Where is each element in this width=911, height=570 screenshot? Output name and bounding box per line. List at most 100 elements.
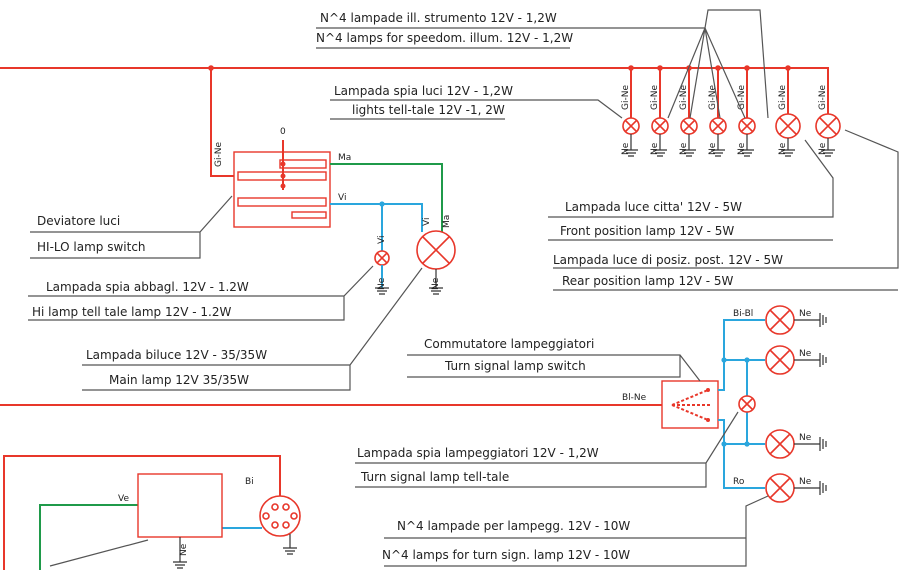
bl-ne-tag: Bl-Ne bbox=[622, 393, 647, 403]
instr-label-it: N^4 lampade ill. strumento 12V - 1,2W bbox=[320, 11, 557, 25]
switch-feed-wire bbox=[210, 68, 236, 177]
svg-text:Gi-Ne: Gi-Ne bbox=[650, 85, 660, 110]
ground-symbol bbox=[794, 313, 827, 495]
bottom-leader bbox=[49, 539, 149, 567]
turn-wire-left bbox=[718, 319, 765, 391]
instr-label-en: N^4 lamps for speedom. illum. 12V - 1,2W bbox=[316, 31, 573, 45]
comm-leader bbox=[407, 354, 701, 382]
hi-lo-switch bbox=[233, 140, 331, 228]
bi-tag: Bi bbox=[245, 477, 254, 487]
top-lamp-drops bbox=[628, 65, 829, 118]
switch-zero-tag: 0 bbox=[280, 127, 286, 137]
svg-text:Ne: Ne bbox=[621, 142, 631, 155]
ne-tag: Ne bbox=[431, 277, 441, 290]
turn-tell-tale-lamp bbox=[738, 395, 756, 413]
svg-text:Ne: Ne bbox=[799, 477, 812, 487]
bil-label-en: Main lamp 12V 35/35W bbox=[109, 373, 249, 387]
ma-tag: Ma bbox=[442, 215, 452, 228]
ne-tag: Ne bbox=[179, 543, 189, 556]
junction-dot bbox=[744, 441, 750, 447]
turn-label-it: N^4 lampade per lampegg. 12V - 10W bbox=[397, 519, 630, 533]
svg-text:Gi-Ne: Gi-Ne bbox=[737, 85, 747, 110]
ve-tag: Ve bbox=[118, 494, 129, 504]
post-leader bbox=[553, 129, 899, 269]
svg-text:Ro: Ro bbox=[733, 477, 745, 487]
abb-label-it: Lampada spia abbagl. 12V - 1.2W bbox=[46, 280, 249, 294]
svg-text:Gi-Ne: Gi-Ne bbox=[708, 85, 718, 110]
comm-label-it: Commutatore lampeggiatori bbox=[424, 337, 594, 351]
spia-lamp-leader bbox=[355, 411, 739, 488]
junction-dot bbox=[744, 357, 750, 363]
regulator-box bbox=[137, 473, 223, 538]
instrument-lamp bbox=[651, 117, 669, 135]
vi-wire bbox=[330, 203, 423, 252]
dev-label-en: HI-LO lamp switch bbox=[37, 240, 146, 254]
instr-leader-fan bbox=[316, 27, 746, 119]
instrument-lamp bbox=[709, 117, 727, 135]
vi-tag: Vi bbox=[377, 236, 387, 244]
instr-leader bbox=[316, 9, 769, 119]
hi-tell-tale-lamp bbox=[374, 250, 390, 266]
svg-text:Bi-Bl: Bi-Bl bbox=[733, 309, 753, 319]
main-power-bus bbox=[0, 67, 829, 80]
turn-signal-switch bbox=[661, 380, 719, 429]
svg-text:Ne: Ne bbox=[708, 142, 718, 155]
turn-signal-lamp bbox=[765, 429, 795, 459]
svg-text:Gi-Ne: Gi-Ne bbox=[679, 85, 689, 110]
instrument-lamp bbox=[738, 117, 756, 135]
turn-signal-lamp bbox=[765, 473, 795, 503]
spia-lamp-label-it: Lampada spia lampeggiatori 12V - 1,2W bbox=[357, 446, 599, 460]
junction-dot bbox=[721, 441, 727, 447]
svg-text:Gi-Ne: Gi-Ne bbox=[818, 85, 828, 110]
post-label-it: Lampada luce di posiz. post. 12V - 5W bbox=[553, 253, 783, 267]
svg-text:Ne: Ne bbox=[650, 142, 660, 155]
ve-wire bbox=[39, 504, 138, 570]
svg-text:Ne: Ne bbox=[737, 142, 747, 155]
instrument-lamp bbox=[622, 117, 640, 135]
comm-label-en: Turn signal lamp switch bbox=[444, 359, 586, 373]
front-position-lamp bbox=[775, 113, 801, 139]
ma-wire bbox=[330, 163, 443, 232]
ground-symbol bbox=[375, 287, 389, 295]
svg-text:Ne: Ne bbox=[778, 142, 788, 155]
ground-symbol bbox=[624, 134, 835, 157]
post-label-en: Rear position lamp 12V - 5W bbox=[562, 274, 734, 288]
top-wire-tags: Gi-Ne Gi-Ne Gi-Ne Gi-Ne Gi-Ne Gi-Ne Gi-N… bbox=[621, 85, 828, 155]
dev-label-it: Deviatore luci bbox=[37, 214, 120, 228]
svg-text:Gi-Ne: Gi-Ne bbox=[621, 85, 631, 110]
svg-text:Ne: Ne bbox=[799, 309, 812, 319]
dev-leader bbox=[30, 195, 233, 259]
junction-dot bbox=[721, 357, 727, 363]
lights-tt-label-en: lights tell-tale 12V -1, 2W bbox=[352, 103, 505, 117]
vi-tag: Vi bbox=[338, 193, 346, 203]
ma-tag: Ma bbox=[338, 153, 351, 163]
junction-dot bbox=[379, 201, 385, 207]
ground-symbol bbox=[173, 537, 187, 569]
junction-dot bbox=[208, 65, 214, 71]
bottom-power-wire bbox=[3, 455, 281, 570]
bil-label-it: Lampada biluce 12V - 35/35W bbox=[86, 348, 267, 362]
ground-symbol bbox=[429, 269, 443, 295]
vi-tag: Vi bbox=[422, 218, 432, 226]
citta-label-it: Lampada luce citta' 12V - 5W bbox=[565, 200, 742, 214]
turn-signal-lamp bbox=[765, 305, 795, 335]
turn-label-en: N^4 lamps for turn sign. lamp 12V - 10W bbox=[382, 548, 630, 562]
citta-leader bbox=[548, 139, 834, 218]
turn-leader bbox=[384, 495, 769, 567]
abb-leader bbox=[28, 265, 374, 321]
rear-position-lamp bbox=[815, 113, 841, 139]
switch-feed-tag: Gi-Ne bbox=[214, 142, 224, 167]
right-wire-tags: Ne Ne Ne Ne Bi-Bl Ro bbox=[733, 309, 812, 487]
turn-wire-right bbox=[718, 419, 765, 489]
svg-text:Gi-Ne: Gi-Ne bbox=[778, 85, 788, 110]
svg-text:Ne: Ne bbox=[799, 433, 812, 443]
bil-leader bbox=[82, 267, 423, 391]
ne-tag: Ne bbox=[377, 277, 387, 290]
lights-tt-leader bbox=[330, 99, 623, 119]
svg-text:Ne: Ne bbox=[818, 142, 828, 155]
citta-label-en: Front position lamp 12V - 5W bbox=[560, 224, 734, 238]
svg-text:Ne: Ne bbox=[799, 349, 812, 359]
abb-label-en: Hi lamp tell tale lamp 12V - 1.2W bbox=[32, 305, 231, 319]
